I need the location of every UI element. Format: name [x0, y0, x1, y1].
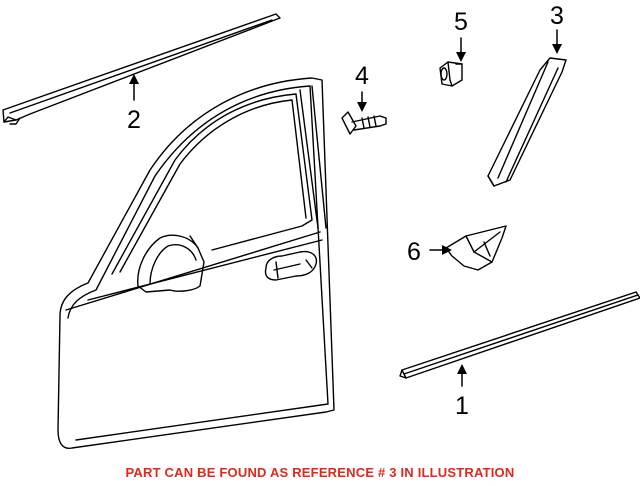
reference-note: PART CAN BE FOUND AS REFERENCE # 3 IN IL…: [125, 465, 515, 480]
part-3-pillar-trim: [488, 58, 566, 186]
part-2-upper-molding: [3, 14, 280, 124]
part-6-bracket: [446, 226, 506, 270]
leader-lines: [129, 29, 562, 387]
callout-3: 3: [550, 2, 564, 30]
callout-4: 4: [355, 62, 369, 90]
front-door: [58, 78, 334, 448]
part-4-screw: [342, 112, 386, 134]
callout-5: 5: [454, 8, 468, 36]
part-5-clip: [440, 62, 462, 86]
part-1-lower-molding: [400, 292, 640, 378]
callout-2: 2: [127, 106, 141, 134]
callout-1: 1: [455, 392, 469, 420]
callout-6: 6: [407, 238, 421, 266]
